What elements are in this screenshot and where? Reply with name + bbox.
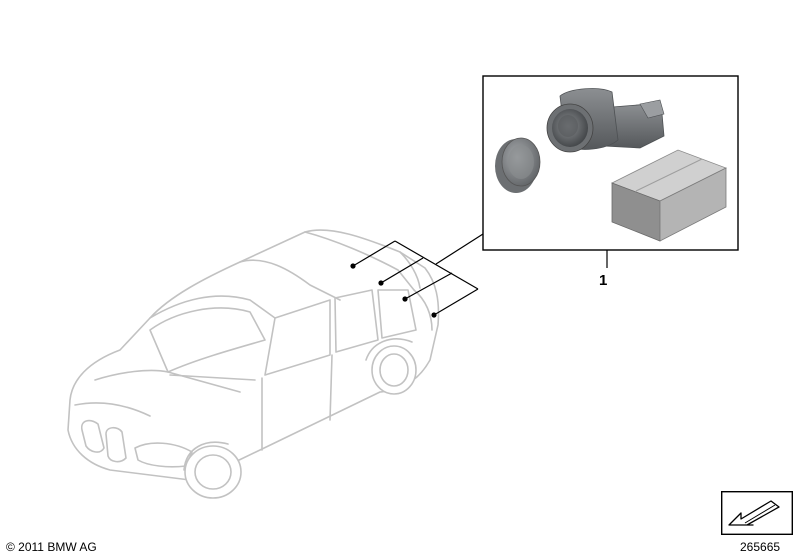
callout-number: 1 [599,272,608,289]
sensor-bezel [495,137,541,193]
copyright-text: © 2011 BMW AG [6,540,97,554]
back-arrow-button[interactable] [720,490,793,535]
pdc-sensor [546,88,665,153]
leader-lines [352,233,484,316]
part-detail-box [482,75,739,251]
diagram-reference-number: 265665 [740,540,781,554]
car-illustration [67,229,440,499]
back-arrow-icon [720,490,793,535]
control-module [611,149,727,242]
